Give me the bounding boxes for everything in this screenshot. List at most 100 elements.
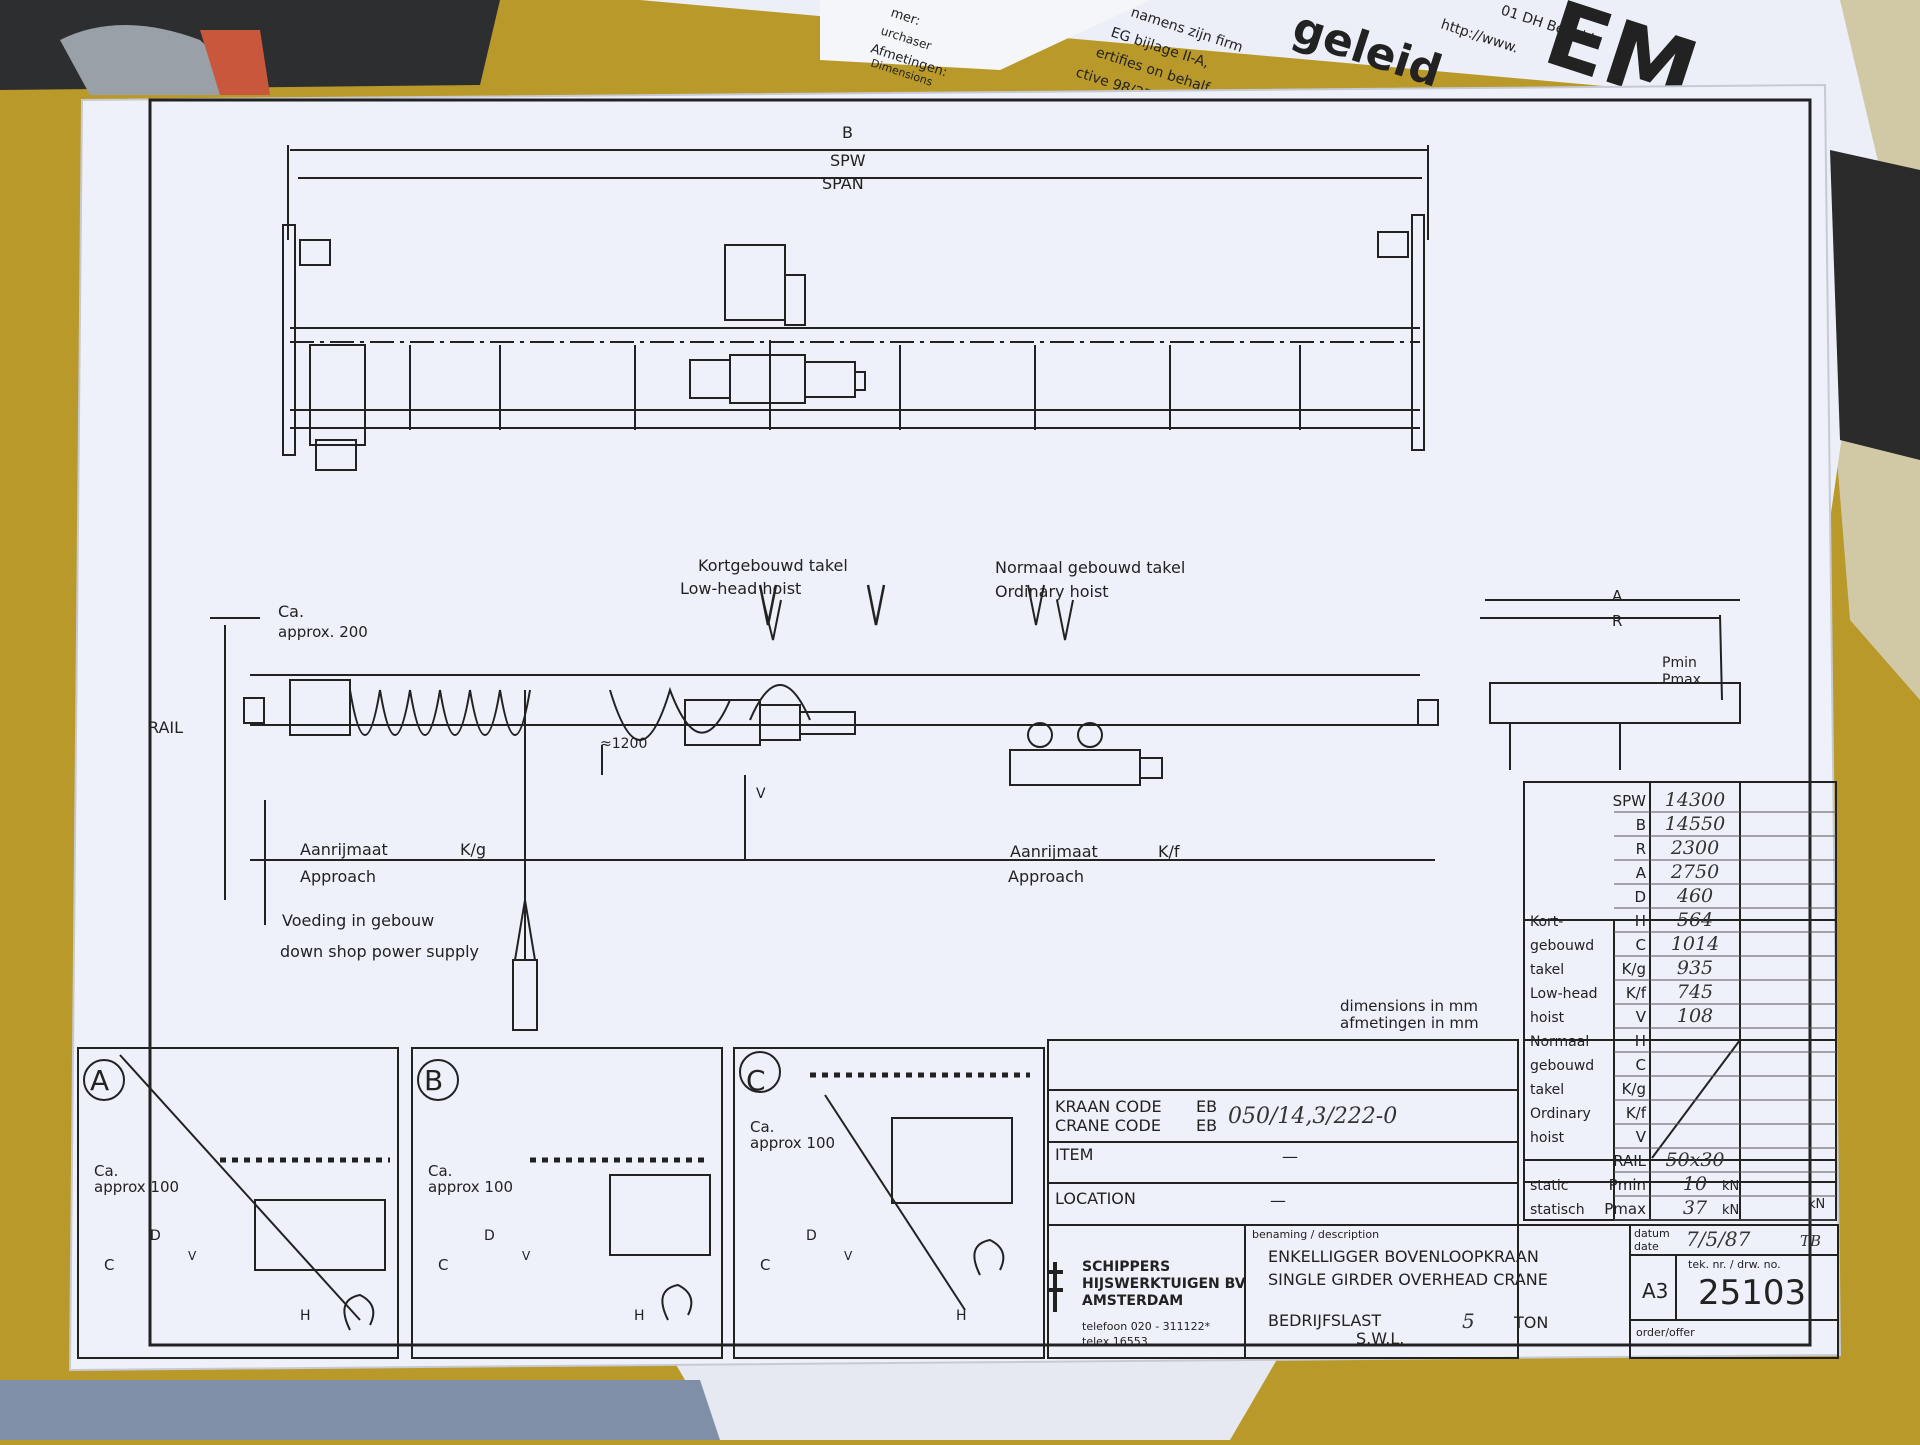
ordinary-pointer xyxy=(1027,584,1045,626)
detail-approx: approx 100 xyxy=(428,1178,513,1196)
detail-c: C xyxy=(438,1256,448,1274)
trolley-motor xyxy=(784,274,806,326)
pendant-control xyxy=(512,959,538,1031)
title-block-frame xyxy=(1047,1039,1519,1359)
spec-value: 50x30 xyxy=(1665,1149,1724,1171)
spec-value: 10 xyxy=(1683,1173,1707,1195)
ordinary-arrow-icon xyxy=(1056,599,1074,641)
detail-c-girder xyxy=(891,1117,1013,1204)
pmax-arrow xyxy=(1719,614,1723,701)
label-b: B xyxy=(842,123,853,142)
spec-value: 564 xyxy=(1677,909,1713,931)
buffer-right xyxy=(1377,231,1409,258)
spec-key: V xyxy=(1636,1008,1647,1026)
detail-a-girder xyxy=(254,1199,386,1271)
date-label-en: date xyxy=(1634,1240,1659,1253)
spec-group: takel xyxy=(1530,962,1564,978)
spec-key: A xyxy=(1636,864,1647,882)
spec-extra-unit: kN xyxy=(1808,1197,1825,1212)
spec-key: C xyxy=(1636,936,1646,954)
detail-c-frame xyxy=(733,1047,1045,1359)
spec-key: C xyxy=(1636,1056,1646,1074)
detail-b-girder xyxy=(609,1174,711,1256)
spec-key: H xyxy=(1635,1032,1646,1050)
approach-left: Approach xyxy=(300,867,376,886)
detail-ca: Ca. xyxy=(750,1118,774,1136)
order-label: order/offer xyxy=(1636,1326,1695,1339)
detail-ca: Ca. xyxy=(94,1162,118,1180)
ca-label: Ca. xyxy=(278,602,304,621)
detail-letter: C xyxy=(746,1064,766,1097)
company-1: SCHIPPERS xyxy=(1082,1259,1170,1275)
lowhead-hoist-brake xyxy=(799,711,856,735)
label-span: SPAN xyxy=(822,174,864,193)
kraan-code-label: KRAAN CODE xyxy=(1055,1097,1162,1116)
detail-approx: approx 100 xyxy=(750,1134,835,1152)
spec-group: takel xyxy=(1530,1082,1564,1098)
detail-panels xyxy=(77,1047,1045,1359)
paper-sheet xyxy=(68,83,1842,1372)
detail-b-hook xyxy=(661,1283,693,1321)
detail-letter-circle xyxy=(83,1059,125,1101)
spec-group: hoist xyxy=(1530,1010,1565,1026)
spec-value: 108 xyxy=(1677,1005,1713,1027)
detail-c-diagonal xyxy=(824,1094,966,1311)
back-sheet-2 xyxy=(820,0,1150,70)
festoon-cable-3 xyxy=(749,684,811,721)
date-initials: TB xyxy=(1800,1232,1821,1250)
blue-object xyxy=(0,1380,720,1440)
end-stop xyxy=(243,697,265,724)
ordinary-trolley-wheel-1 xyxy=(1027,722,1053,748)
spec-value: 935 xyxy=(1677,957,1713,979)
detail-letter-circle xyxy=(739,1051,781,1093)
end-view-dims xyxy=(1480,599,1740,619)
spec-group: gebouwd xyxy=(1530,1058,1594,1074)
buffer-left xyxy=(299,239,331,266)
end-pmin: Pmin xyxy=(1662,655,1697,671)
detail-d: D xyxy=(150,1228,161,1244)
detail-approx: approx 100 xyxy=(94,1178,179,1196)
detail-a-hook xyxy=(343,1293,375,1331)
spec-unit: kN xyxy=(1722,1203,1739,1218)
detail-h: H xyxy=(300,1308,311,1324)
detail-h: H xyxy=(956,1308,967,1324)
spec-key: K/f xyxy=(1626,1104,1647,1122)
item-value: — xyxy=(1282,1147,1298,1166)
hoist-pointer-arrows xyxy=(758,584,886,626)
spec-empty-diagonal xyxy=(1651,1039,1741,1159)
spec-key: D xyxy=(1634,888,1646,906)
drawing-frame xyxy=(148,98,1812,1347)
power-en: down shop power supply xyxy=(280,942,479,961)
end-a: A xyxy=(1612,587,1623,605)
detail-d: D xyxy=(806,1228,817,1244)
spec-value: 2300 xyxy=(1670,837,1719,859)
spec-key: K/g xyxy=(1622,960,1646,978)
side-view xyxy=(210,584,1741,1031)
end-stop-right xyxy=(1417,699,1439,726)
detail-c-hook xyxy=(973,1238,1005,1276)
crane-code-label: CRANE CODE xyxy=(1055,1116,1161,1135)
kg-label: K/g xyxy=(460,840,486,859)
spec-value: 1014 xyxy=(1671,933,1719,955)
desc-en: SINGLE GIRDER OVERHEAD CRANE xyxy=(1268,1270,1548,1289)
spec-key: Pmax xyxy=(1604,1200,1646,1218)
desc-nl: ENKELLIGGER BOVENLOOPKRAAN xyxy=(1268,1247,1539,1266)
company-3: AMSTERDAM xyxy=(1082,1293,1183,1309)
drw-label: tek. nr. / drw. no. xyxy=(1688,1258,1781,1271)
date-value: 7/5/87 xyxy=(1686,1227,1751,1251)
company-phone: telefoon 020 - 311122* xyxy=(1082,1320,1211,1333)
top-view xyxy=(282,145,1429,471)
location-label: LOCATION xyxy=(1055,1189,1136,1208)
spec-value: 37 xyxy=(1683,1197,1708,1219)
approx-200-label: approx. 200 xyxy=(278,623,368,641)
lowhead-en: Low-head hoist xyxy=(680,579,801,598)
power-nl: Voeding in gebouw xyxy=(282,911,434,930)
motor-box xyxy=(315,439,357,471)
ordinary-en: Ordinary hoist xyxy=(995,582,1109,601)
detail-ca: Ca. xyxy=(428,1162,452,1180)
spec-key: H xyxy=(1635,912,1646,930)
back-sheet-black-band xyxy=(1830,150,1920,460)
approx-1200-label: ≈1200 xyxy=(600,736,647,752)
